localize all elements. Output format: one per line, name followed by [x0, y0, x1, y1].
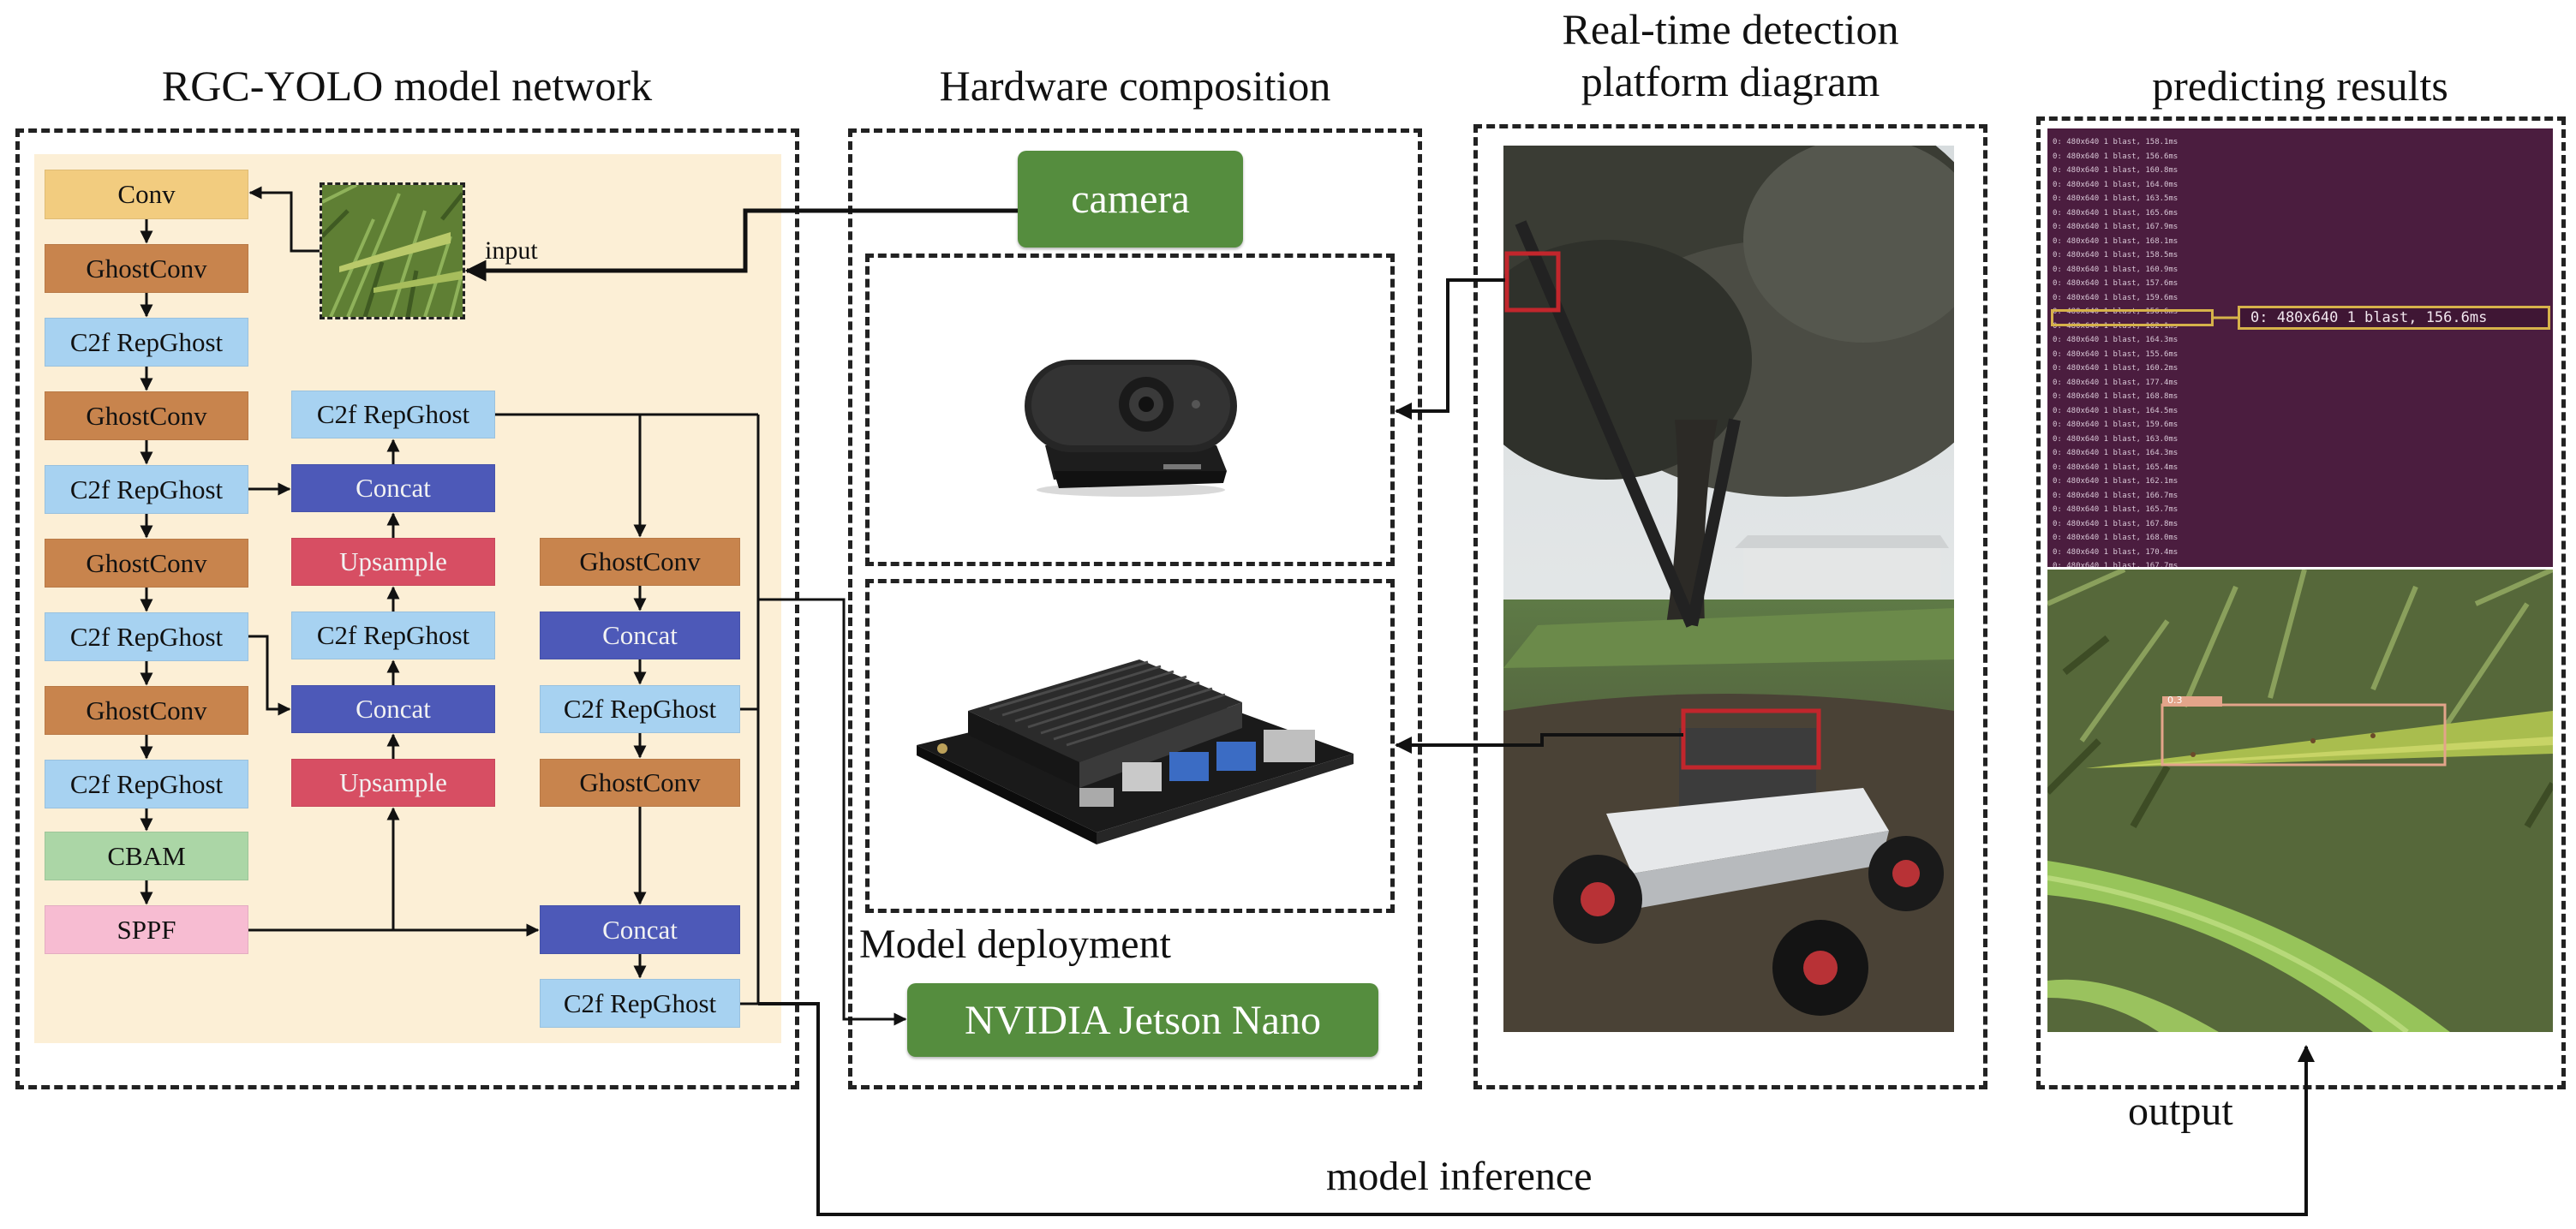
head-c2f-repghost-1: C2f RepGhost [540, 685, 740, 733]
backbone-ghostconv-3: GhostConv [45, 539, 248, 588]
terminal-line: 0: 480x640 1 blast, 155.6ms [2053, 349, 2179, 359]
terminal-line: 0: 480x640 1 blast, 164.3ms [2053, 336, 2179, 344]
backbone-conv: Conv [45, 170, 248, 219]
platform-photo [1503, 146, 1954, 1032]
terminal-line: 0: 480x640 1 blast, 163.0ms [2053, 434, 2179, 444]
terminal-line: 0: 480x640 1 blast, 166.7ms [2053, 491, 2179, 500]
terminal-line: 0: 480x640 1 blast, 158.1ms [2053, 138, 2179, 146]
terminal-line: 0: 480x640 1 blast, 164.5ms [2053, 406, 2179, 415]
terminal-line: 0: 480x640 1 blast, 163.5ms [2053, 194, 2179, 203]
head-ghostconv-1: GhostConv [540, 538, 740, 586]
jetson-board-image [908, 634, 1362, 848]
input-image [320, 182, 465, 319]
terminal-line: 0: 480x640 1 blast, 156.6ms [2053, 152, 2179, 161]
backbone-ghostconv-4: GhostConv [45, 686, 248, 735]
neck-concat-1: Concat [291, 464, 495, 512]
neck-upsample-1: Upsample [291, 538, 495, 586]
head-concat-1: Concat [540, 612, 740, 659]
terminal-line: 0: 480x640 1 blast, 160.2ms [2053, 364, 2179, 373]
network-title: RGC-YOLO model network [161, 62, 653, 110]
network-panel-border [15, 128, 799, 1089]
input-label: input [485, 236, 538, 265]
camera-button: camera [1018, 151, 1243, 248]
detection-confidence-label: 0.3 [2167, 695, 2183, 706]
terminal-line: 0: 480x640 1 blast, 160.8ms [2053, 166, 2179, 175]
webcam-image [1002, 325, 1259, 505]
output-label: output [2128, 1089, 2233, 1134]
model-deployment-label: Model deployment [859, 922, 1171, 967]
model-inference-label: model inference [1326, 1154, 1593, 1199]
hardware-panel-border [848, 128, 1422, 1089]
backbone-c2f-repghost-4: C2f RepGhost [45, 760, 248, 808]
jetson-nano-button: NVIDIA Jetson Nano [907, 983, 1378, 1057]
terminal-window: 0: 480x640 1 blast, 158.1ms 0: 480x640 1 … [2047, 128, 2553, 567]
terminal-line: 0: 480x640 1 blast, 164.3ms [2053, 449, 2179, 457]
terminal-line: 0: 480x640 1 blast, 168.8ms [2053, 392, 2179, 401]
terminal-log: 0: 480x640 1 blast, 158.1ms 0: 480x640 1 … [2053, 135, 2553, 567]
neck-concat-2: Concat [291, 685, 495, 733]
platform-title: Real-time detection platform diagram [1473, 3, 1987, 108]
results-title: predicting results [2152, 62, 2448, 110]
terminal-line: 0: 480x640 1 blast, 167.9ms [2053, 223, 2179, 231]
head-ghostconv-2: GhostConv [540, 759, 740, 807]
backbone-sppf: SPPF [45, 905, 248, 954]
neck-c2f-repghost-top: C2f RepGhost [291, 391, 495, 439]
backbone-c2f-repghost-3: C2f RepGhost [45, 612, 248, 661]
neck-upsample-2: Upsample [291, 759, 495, 807]
platform-title-line2: platform diagram [1581, 57, 1880, 105]
backbone-ghostconv-1: GhostConv [45, 244, 248, 293]
terminal-line: 0: 480x640 1 blast, 157.6ms [2053, 279, 2179, 288]
head-c2f-repghost-2: C2f RepGhost [540, 979, 740, 1028]
head-concat-2: Concat [540, 905, 740, 954]
terminal-line: 0: 480x640 1 blast, 158.5ms [2053, 251, 2179, 260]
hardware-title: Hardware composition [939, 62, 1331, 110]
camera-subpanel-border [865, 254, 1395, 566]
results-panel-border [2036, 116, 2566, 1089]
terminal-line: 0: 480x640 1 blast, 167.7ms [2053, 562, 2179, 567]
backbone-c2f-repghost-1: C2f RepGhost [45, 318, 248, 367]
platform-panel-border [1473, 124, 1987, 1089]
terminal-line: 0: 480x640 1 blast, 170.4ms [2053, 547, 2179, 557]
terminal-line: 0: 480x640 1 blast, 164.0ms [2053, 180, 2179, 189]
terminal-line: 0: 480x640 1 blast, 177.4ms [2053, 378, 2179, 387]
backbone-c2f-repghost-2: C2f RepGhost [45, 465, 248, 514]
jetson-subpanel-border [865, 579, 1395, 913]
backbone-ghostconv-2: GhostConv [45, 391, 248, 440]
terminal-line: 0: 480x640 1 blast, 156.6ms [2053, 307, 2179, 316]
terminal-line: 0: 480x640 1 blast, 168.1ms [2053, 236, 2179, 246]
neck-c2f-repghost-mid: C2f RepGhost [291, 612, 495, 659]
terminal-line: 0: 480x640 1 blast, 165.4ms [2053, 462, 2179, 472]
terminal-line: 0: 480x640 1 blast, 162.1ms [2053, 477, 2179, 486]
terminal-line: 0: 480x640 1 blast, 168.0ms [2053, 534, 2179, 542]
platform-title-line1: Real-time detection [1562, 5, 1899, 53]
detection-image: 0.3 [2047, 570, 2553, 1032]
terminal-line: 0: 480x640 1 blast, 165.6ms [2053, 208, 2179, 218]
terminal-line: 0: 480x640 1 blast, 160.9ms [2053, 265, 2179, 274]
terminal-line: 0: 480x640 1 blast, 159.6ms [2053, 293, 2179, 302]
terminal-line: 0: 480x640 1 blast, 165.7ms [2053, 505, 2179, 514]
backbone-cbam: CBAM [45, 832, 248, 880]
terminal-highlight-row [2051, 309, 2214, 326]
terminal-highlight-callout: 0: 480x640 1 blast, 156.6ms [2238, 306, 2550, 330]
terminal-line: 0: 480x640 1 blast, 159.6ms [2053, 421, 2179, 429]
terminal-line: 0: 480x640 1 blast, 167.8ms [2053, 519, 2179, 528]
